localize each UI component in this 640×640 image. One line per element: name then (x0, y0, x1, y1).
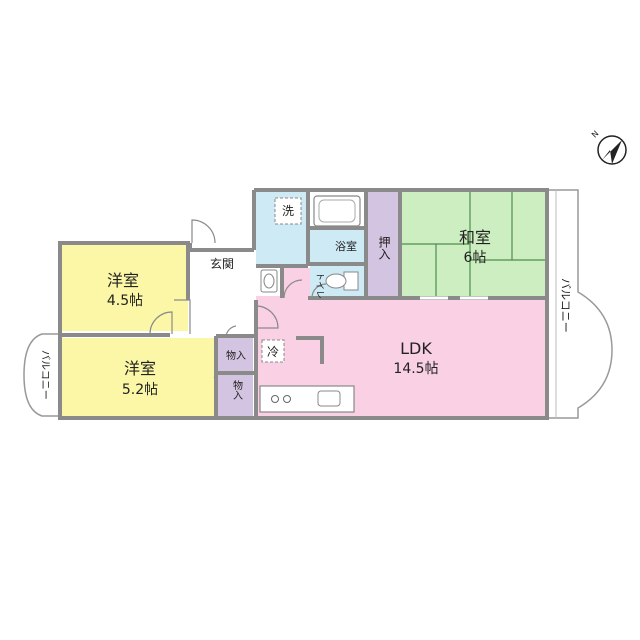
washing-machine-icon (274, 197, 302, 225)
western-room-1-size: 4.5帖 (107, 293, 143, 309)
japanese-room-name: 和室 (459, 228, 491, 247)
western-room-1 (62, 245, 188, 331)
kitchen-counter (259, 385, 355, 413)
bathroom (310, 230, 366, 264)
tatami-lines (402, 192, 545, 296)
toilet-icon (325, 271, 359, 291)
entrance-label: 玄関 (210, 256, 234, 271)
fridge-label: 冷 (267, 345, 279, 359)
laundry-label: 洗 (282, 204, 294, 218)
bathroom-label: 浴室 (335, 239, 357, 253)
balcony-right (548, 189, 613, 419)
door-swings (149, 219, 488, 379)
western-room-2-name: 洋室 (124, 359, 156, 378)
fridge-icon (261, 339, 285, 363)
western-room-2 (62, 338, 216, 416)
ldk-size: 14.5帖 (393, 361, 438, 377)
oshiire-label: 押入 (377, 236, 391, 260)
entrance-hall (190, 250, 254, 336)
western-room-2-size: 5.2帖 (122, 382, 158, 398)
storage-1-label: 物入 (226, 349, 246, 362)
storage-closet-1 (218, 338, 253, 372)
storage-closet-2 (218, 375, 253, 416)
north-arrow-icon: N (590, 129, 627, 165)
toilet-label: トイレ (314, 272, 324, 299)
oshiire-closet (368, 192, 400, 296)
ldk-room (256, 268, 545, 416)
balcony-left-label: バルコニー (39, 350, 51, 400)
storage-2-label: 物入 (231, 379, 243, 400)
japanese-room-size: 6帖 (464, 250, 487, 266)
washbasin-icon (260, 269, 278, 293)
compass-label: N (590, 129, 601, 140)
ldk-name: LDK (400, 339, 432, 358)
balcony-left (23, 333, 60, 417)
western-room-1-name: 洋室 (107, 271, 139, 290)
balcony-right-label: バルコニー (559, 278, 572, 333)
bathtub-icon (313, 195, 361, 227)
